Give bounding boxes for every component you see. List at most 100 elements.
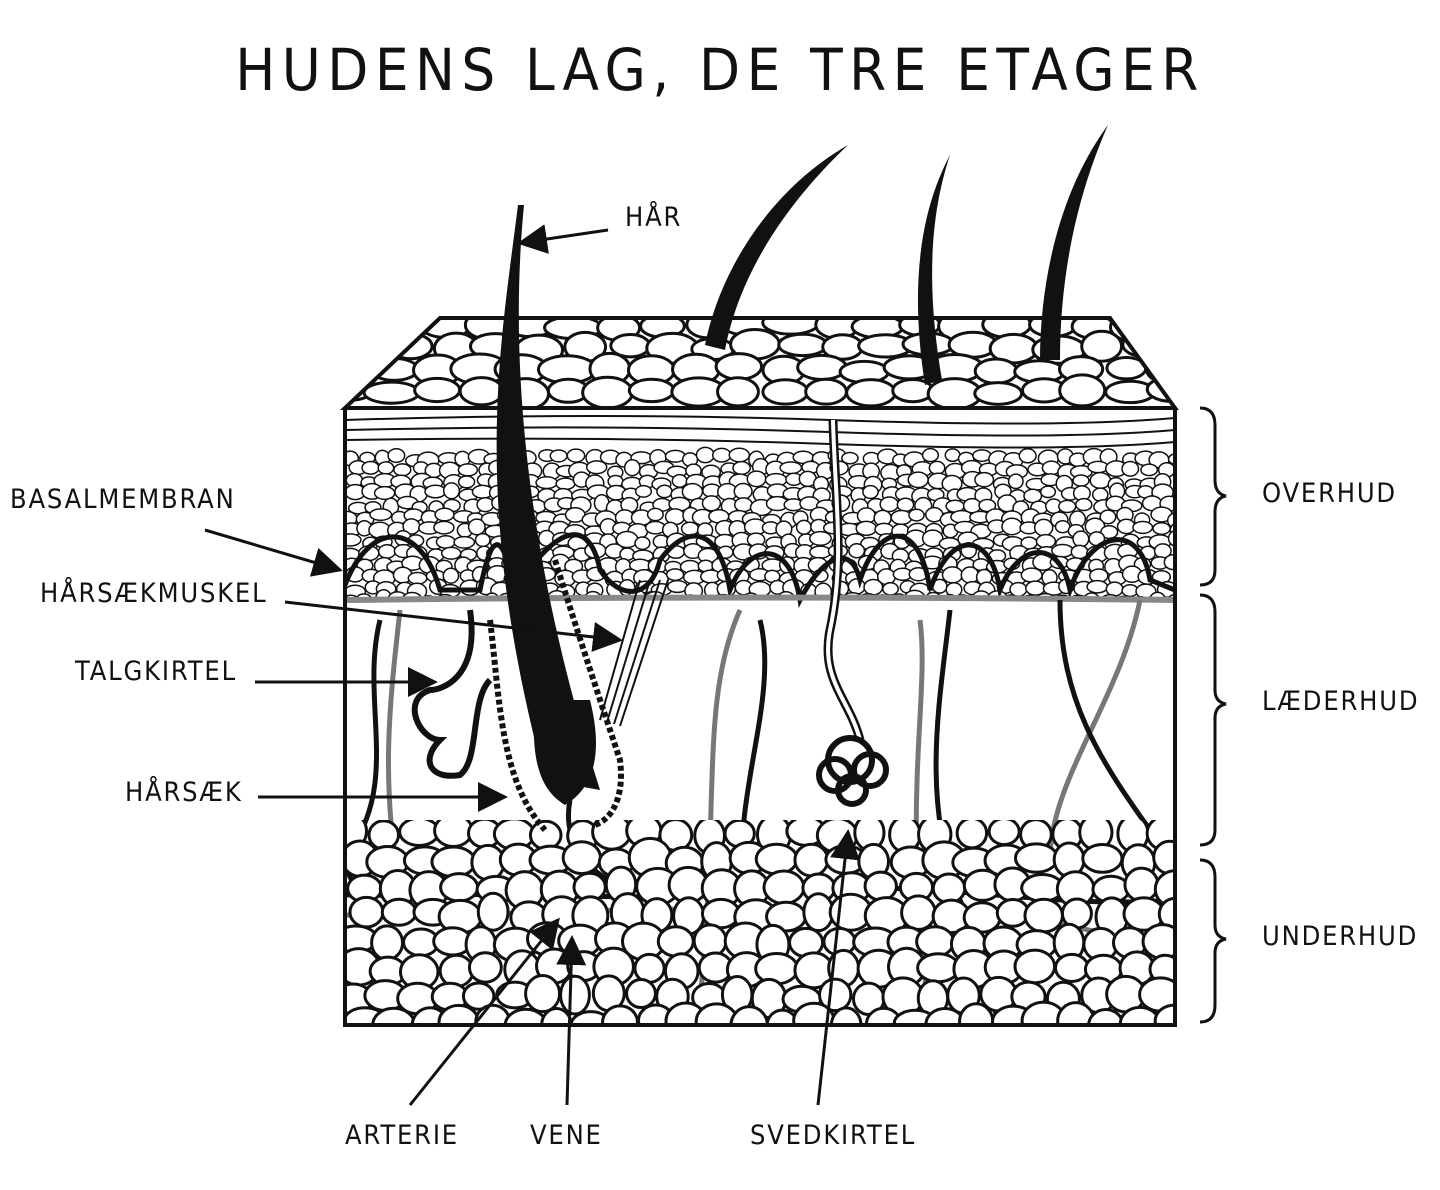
cell [646, 507, 664, 522]
cell [845, 378, 897, 408]
cell [1058, 373, 1107, 408]
cell [818, 977, 853, 1013]
cell [746, 470, 767, 488]
cell [398, 820, 441, 847]
cell [1051, 543, 1074, 558]
cell [457, 463, 479, 477]
cell [681, 482, 704, 501]
hair-strands [496, 125, 1108, 805]
cell [555, 477, 576, 491]
cell [373, 485, 396, 501]
cell [591, 820, 633, 851]
cell [804, 377, 848, 406]
cell [461, 981, 496, 1011]
cell [814, 582, 833, 598]
cell [972, 449, 992, 462]
cell [896, 497, 915, 513]
cell [585, 460, 608, 475]
cell [1020, 567, 1043, 583]
cell [559, 974, 591, 1016]
cell [1058, 499, 1077, 514]
hair-follicle [487, 559, 624, 833]
cell [656, 925, 695, 958]
cell [434, 507, 455, 522]
cell [1075, 497, 1093, 512]
cell [442, 567, 460, 584]
arrow-muscle [284, 600, 623, 652]
cell [733, 482, 753, 500]
cell [829, 1006, 863, 1025]
cell [1152, 839, 1175, 876]
cell [809, 545, 832, 559]
cell [601, 1004, 640, 1025]
cell [960, 566, 980, 584]
cell [1123, 866, 1160, 903]
arrow-hair [517, 224, 609, 254]
cell [634, 536, 651, 551]
cell [457, 475, 476, 489]
cell [809, 530, 832, 546]
cell [393, 463, 412, 477]
cell [569, 1010, 613, 1025]
cell [430, 845, 477, 879]
cell [1018, 448, 1037, 464]
surface-cells [345, 318, 1175, 408]
cell [433, 520, 455, 535]
label-basement-membrane: BASALMEMBRAN [10, 484, 236, 515]
main-hair-icon [496, 205, 600, 790]
cell [684, 582, 704, 598]
cell [367, 820, 400, 851]
cell [795, 519, 813, 535]
stratum-corneum [344, 415, 1176, 449]
cell [841, 451, 859, 465]
cell [671, 473, 688, 488]
cell [345, 354, 374, 384]
cell [453, 535, 476, 549]
cell [435, 534, 456, 549]
cell [711, 447, 732, 463]
cell [926, 377, 983, 408]
cell [1072, 474, 1090, 487]
cell [345, 318, 384, 337]
cell [633, 952, 666, 984]
arrow-basement-membrane [204, 528, 343, 577]
cell [855, 520, 878, 537]
cell [424, 484, 447, 499]
cell [958, 1002, 995, 1025]
label-hair-follicle: HÅRSÆK [125, 777, 243, 808]
label-vein: VENE [530, 1120, 603, 1151]
cell [1014, 842, 1059, 874]
cell [345, 533, 362, 547]
cell [900, 894, 937, 931]
cell [377, 543, 397, 559]
cell [1035, 533, 1057, 549]
cell [701, 495, 722, 512]
cell [802, 892, 835, 933]
cell [695, 446, 715, 464]
cell [439, 872, 480, 903]
cell [627, 377, 676, 404]
cell [440, 546, 462, 560]
cell [944, 448, 961, 463]
cell [623, 458, 641, 477]
cell [370, 924, 405, 962]
cell [762, 869, 806, 906]
cell [1135, 583, 1157, 598]
cell [879, 496, 900, 513]
cell [476, 496, 495, 513]
page-title: HUDENS LAG, DE TRE ETAGER [235, 36, 1205, 104]
cell [442, 482, 461, 500]
epidermis-cells [345, 446, 1175, 598]
cell [987, 820, 1021, 847]
cell [793, 842, 830, 878]
cell [1039, 485, 1057, 499]
cell [1089, 471, 1112, 490]
cell [714, 352, 764, 381]
cell [362, 380, 421, 405]
cell [1081, 842, 1124, 874]
label-epidermis: OVERHUD [1262, 478, 1397, 509]
cell [1099, 509, 1117, 525]
cell [1140, 463, 1159, 477]
cell [863, 870, 898, 902]
cell [921, 529, 944, 548]
